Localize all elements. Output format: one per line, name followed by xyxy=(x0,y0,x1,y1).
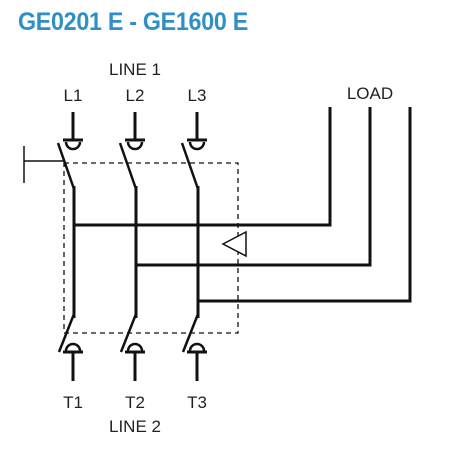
mechanical-linkage-box xyxy=(63,162,239,334)
lower-switch-blade-1 xyxy=(57,313,76,353)
load-bus-1 xyxy=(74,107,332,227)
line-1-label: LINE 1 xyxy=(109,60,161,79)
terminal-l1-label: L1 xyxy=(64,86,83,105)
terminal-t3-label: T3 xyxy=(187,393,207,412)
load-bus-3 xyxy=(198,107,412,303)
bottom-terminal-t3 xyxy=(187,342,207,381)
terminal-l3-label: L3 xyxy=(188,86,207,105)
top-terminal-l3 xyxy=(187,112,207,151)
terminal-l2-label: L2 xyxy=(126,86,145,105)
bottom-terminal-t1 xyxy=(63,342,83,381)
load-label: LOAD xyxy=(347,84,393,103)
terminal-t2-label: T2 xyxy=(125,393,145,412)
load-bus-2 xyxy=(136,107,372,267)
lower-switch-blade-3 xyxy=(181,313,200,353)
bottom-terminal-t2 xyxy=(125,342,145,381)
top-terminal-l2 xyxy=(125,112,145,151)
terminal-t1-label: T1 xyxy=(63,393,83,412)
upper-switch-blade-3 xyxy=(180,142,200,190)
top-terminal-l1 xyxy=(63,112,83,151)
upper-switch-blade-2 xyxy=(118,142,138,190)
direction-triangle-icon xyxy=(221,230,247,258)
diagram-title: GE0201 E - GE1600 E xyxy=(18,8,248,36)
line-2-label: LINE 2 xyxy=(109,417,161,436)
upper-switch-blade-1 xyxy=(56,142,76,190)
lower-switch-blade-2 xyxy=(119,313,138,353)
